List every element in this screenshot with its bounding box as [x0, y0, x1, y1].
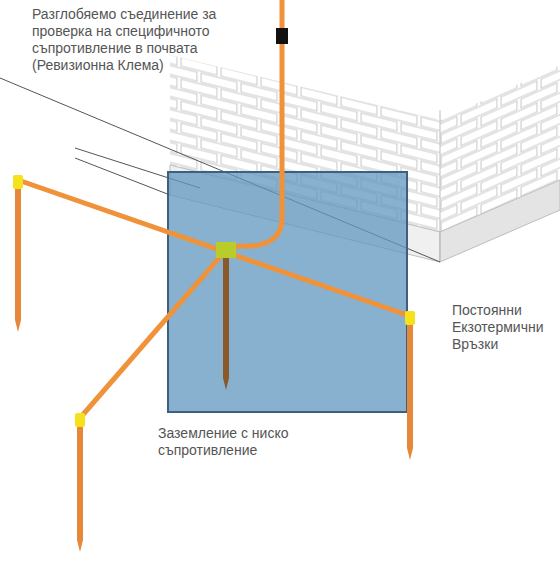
ground-rods — [18, 182, 410, 540]
clamp-label: Разглобяемо съединение за проверка на сп… — [32, 6, 268, 74]
rod-tips — [15, 320, 413, 552]
grounding-label: Заземление с ниско съпротивление — [158, 425, 328, 459]
test-clamp — [276, 28, 288, 44]
rod-tip — [223, 378, 229, 390]
exothermic-label: Постоянни Екзотермични Връзки — [452, 302, 556, 353]
ground-plate — [168, 172, 407, 412]
conductors — [18, 0, 410, 418]
center-rod — [223, 252, 229, 378]
exothermic-joints — [13, 175, 415, 427]
